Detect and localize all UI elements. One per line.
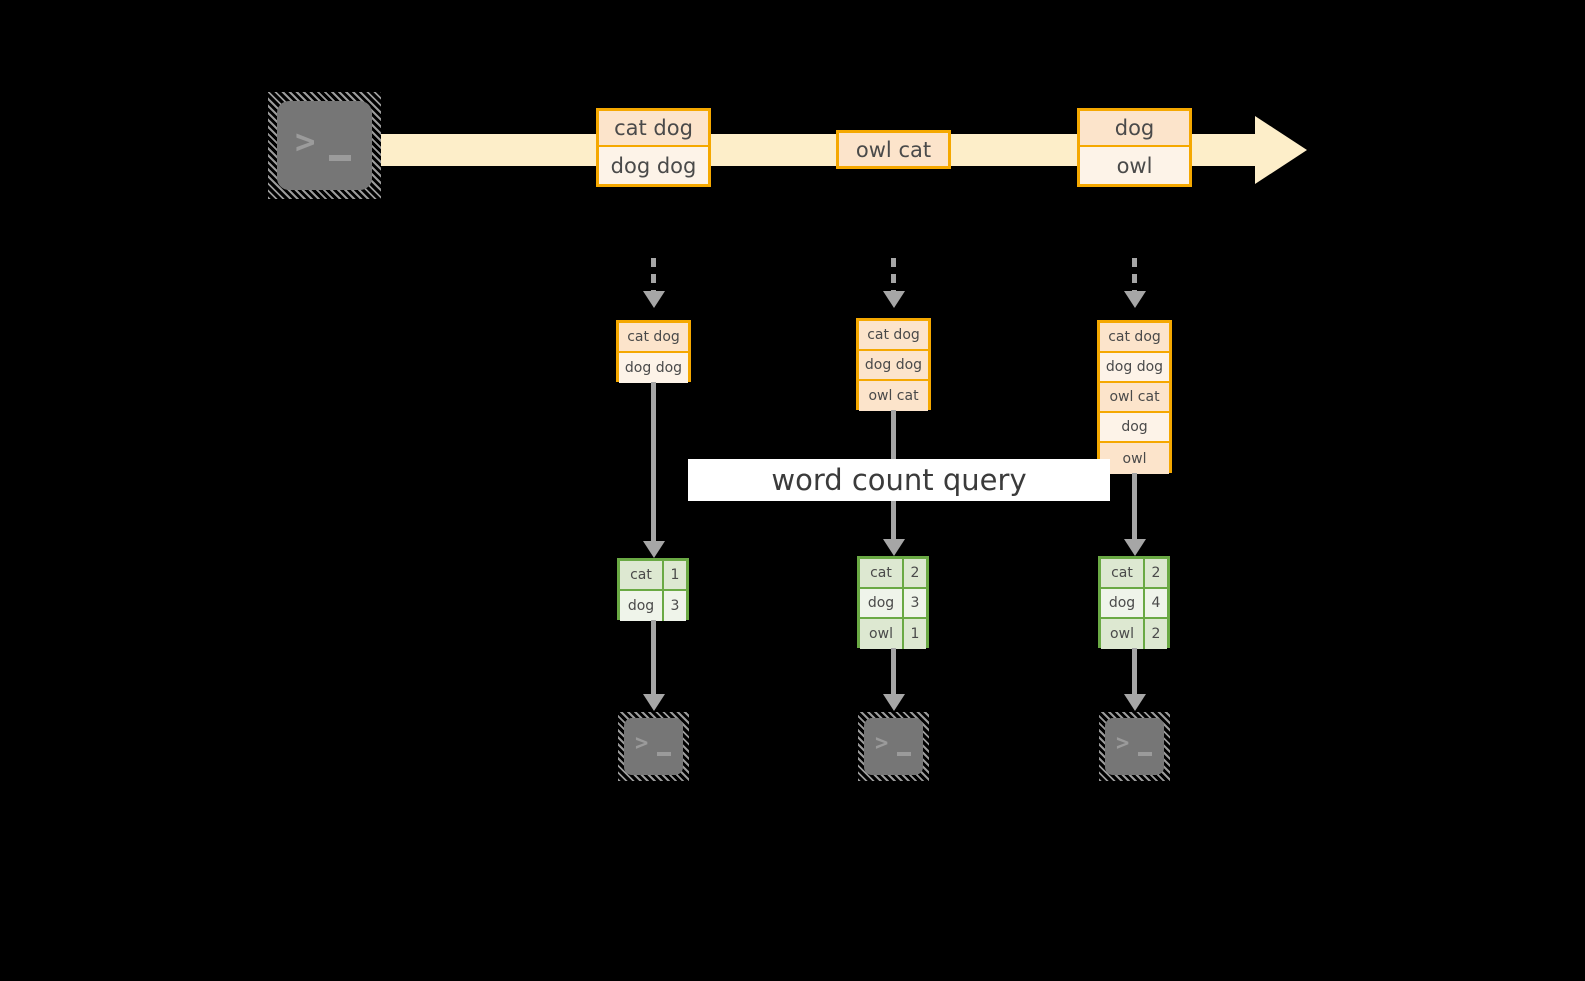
snapshot-2-query-arrowhead: [883, 539, 905, 556]
result-count: 2: [1145, 619, 1167, 649]
result-count: 1: [904, 619, 926, 649]
table-record: cat dog: [1100, 323, 1169, 353]
terminal-screen: >: [277, 101, 372, 190]
table-record: dog dog: [619, 353, 688, 383]
table-record: owl cat: [1100, 383, 1169, 413]
terminal-cursor-icon: [897, 752, 911, 756]
snapshot-2-trigger-arrowhead: [883, 291, 905, 308]
snapshot-1-query-arrowhead: [643, 541, 665, 558]
result-count: 3: [904, 589, 926, 617]
snapshot-3-consumer-terminal-icon[interactable]: >: [1099, 712, 1170, 781]
snapshot-2-consumer-terminal-icon[interactable]: >: [858, 712, 929, 781]
result-word: owl: [1101, 619, 1145, 649]
snapshot-2-output-arrowhead: [883, 694, 905, 711]
snapshot-3-output-line: [1132, 648, 1137, 696]
stream-record: cat dog: [599, 111, 708, 147]
snapshot-1-query-line: [651, 382, 656, 550]
table-row: cat 2: [860, 559, 926, 589]
terminal-cursor-icon: [657, 752, 671, 756]
stream-record: owl cat: [839, 133, 948, 166]
snapshot-3-trigger-arrowhead: [1124, 291, 1146, 308]
terminal-screen: >: [624, 718, 683, 775]
terminal-cursor-icon: [329, 155, 351, 161]
snapshot-3-output-arrowhead: [1124, 694, 1146, 711]
snapshot-1-output-arrowhead: [643, 694, 665, 711]
snapshot-2-trigger-line: [891, 258, 896, 292]
result-count: 2: [1145, 559, 1167, 587]
table-record: cat dog: [619, 323, 688, 353]
snapshot-1-output-line: [651, 620, 656, 696]
result-word: dog: [1101, 589, 1145, 617]
terminal-prompt-glyph: >: [295, 122, 316, 162]
table-row: cat 1: [620, 561, 686, 591]
terminal-screen: >: [864, 718, 923, 775]
result-count: 2: [904, 559, 926, 587]
snapshot-3-table[interactable]: cat dog dog dog owl cat dog owl: [1097, 320, 1172, 474]
result-word: cat: [1101, 559, 1145, 587]
result-word: dog: [860, 589, 904, 617]
stream-batch-3[interactable]: dog owl: [1077, 108, 1192, 187]
result-count: 1: [664, 561, 686, 589]
terminal-prompt-glyph: >: [875, 731, 889, 756]
snapshot-1-trigger-arrowhead: [643, 291, 665, 308]
table-record: owl: [1100, 443, 1169, 474]
terminal-cursor-icon: [1138, 752, 1152, 756]
table-record: dog: [1100, 413, 1169, 443]
table-row: owl 1: [860, 619, 926, 649]
table-row: owl 2: [1101, 619, 1167, 649]
snapshot-3-query-line: [1132, 473, 1137, 548]
result-word: cat: [620, 561, 664, 589]
result-count: 4: [1145, 589, 1167, 617]
query-label: word count query: [688, 459, 1110, 501]
table-row: cat 2: [1101, 559, 1167, 589]
terminal-prompt-glyph: >: [1116, 731, 1130, 756]
terminal-prompt-glyph: >: [635, 731, 649, 756]
snapshot-2-output-line: [891, 648, 896, 696]
table-record: dog dog: [1100, 353, 1169, 383]
snapshot-1-result-table[interactable]: cat 1 dog 3: [617, 558, 689, 621]
stream-record: dog: [1080, 111, 1189, 147]
result-count: 3: [664, 591, 686, 621]
table-record: dog dog: [859, 351, 928, 381]
stream-batch-2[interactable]: owl cat: [836, 130, 951, 169]
snapshot-1-trigger-line: [651, 258, 656, 292]
stream-record: owl: [1080, 147, 1189, 184]
stream-timeline-arrowhead: [1255, 116, 1307, 184]
snapshot-2-table[interactable]: cat dog dog dog owl cat: [856, 318, 931, 411]
stream-batch-1[interactable]: cat dog dog dog: [596, 108, 711, 187]
producer-terminal-icon[interactable]: >: [268, 92, 381, 199]
table-record: owl cat: [859, 381, 928, 411]
table-record: cat dog: [859, 321, 928, 351]
terminal-screen: >: [1105, 718, 1164, 775]
snapshot-3-result-table[interactable]: cat 2 dog 4 owl 2: [1098, 556, 1170, 649]
table-row: dog 3: [620, 591, 686, 621]
snapshot-1-table[interactable]: cat dog dog dog: [616, 320, 691, 383]
result-word: cat: [860, 559, 904, 587]
result-word: dog: [620, 591, 664, 621]
result-word: owl: [860, 619, 904, 649]
table-row: dog 4: [1101, 589, 1167, 619]
table-row: dog 3: [860, 589, 926, 619]
stream-record: dog dog: [599, 147, 708, 184]
snapshot-2-result-table[interactable]: cat 2 dog 3 owl 1: [857, 556, 929, 649]
snapshot-3-query-arrowhead: [1124, 539, 1146, 556]
snapshot-1-consumer-terminal-icon[interactable]: >: [618, 712, 689, 781]
snapshot-3-trigger-line: [1132, 258, 1137, 292]
